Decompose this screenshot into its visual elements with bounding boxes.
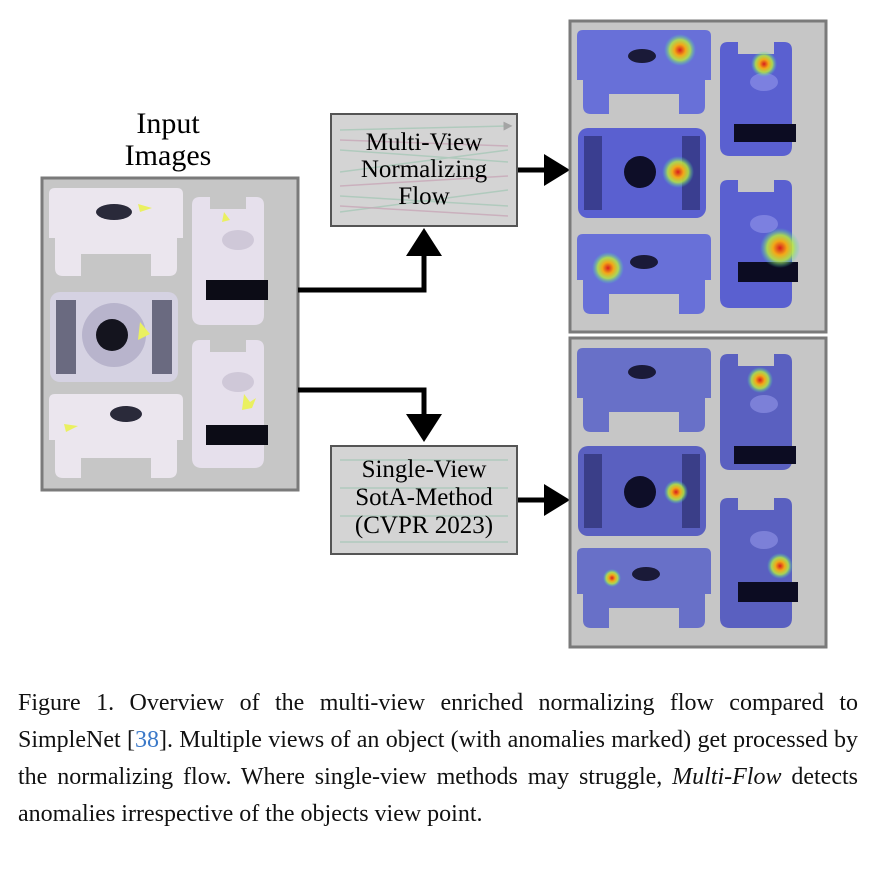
caption-text-1: Overview of the multi-view enriched norm… (18, 690, 858, 753)
input-image-top-1 (192, 197, 268, 325)
caption-text-3: detects anomalies irrespective of the ob… (18, 764, 858, 827)
mv-result-top-1 (720, 42, 796, 156)
multi-view-normalizing-flow-box: Multi-View Normalizing Flow (330, 113, 518, 227)
figure-caption: Figure 1. Overview of the multi-view enr… (18, 685, 858, 833)
caption-label: Figure 1. (18, 690, 115, 716)
input-image-front-top (49, 188, 183, 276)
single-view-sota-method-box: Single-View SotA-Method (CVPR 2023) (330, 445, 518, 555)
arrow-to-single-view-results (518, 484, 570, 516)
connector-to-single-view (298, 387, 442, 442)
input-image-side (50, 292, 178, 382)
input-images-panel (40, 176, 300, 492)
multi-view-label-line1: Multi-View (366, 129, 483, 156)
figure-overview: Input Images (40, 19, 828, 649)
arrow-to-multi-view-results (518, 154, 570, 186)
sv-result-top-1 (720, 354, 796, 470)
single-view-label-line1: Single-View (362, 456, 487, 483)
single-view-label-line3: (CVPR 2023) (355, 512, 493, 539)
multi-view-results-panel (568, 19, 828, 334)
multi-view-label-line2: Normalizing (361, 156, 488, 183)
single-view-label-line2: SotA-Method (355, 484, 493, 511)
caption-text-2: ]. Multiple views of an object (with ano… (18, 727, 858, 790)
sv-result-top-2 (720, 498, 798, 628)
sv-result-side (578, 446, 706, 536)
mv-result-front-top (577, 30, 711, 114)
input-image-top-2 (192, 340, 268, 468)
input-image-front-bottom (49, 394, 183, 478)
mv-result-front-bottom (577, 234, 711, 314)
mv-result-top-2 (720, 180, 800, 308)
input-images-label-line2: Images (125, 139, 212, 172)
input-images-label-line1: Input (136, 107, 200, 140)
sv-result-front-top (577, 348, 711, 432)
method-name: Multi-Flow (672, 764, 782, 790)
mv-result-side (578, 128, 706, 218)
connector-to-multi-view (298, 228, 442, 293)
single-view-results-panel (568, 336, 828, 649)
multi-view-label-line3: Flow (398, 183, 449, 210)
sv-result-front-bottom (577, 548, 711, 628)
citation-link[interactable]: 38 (134, 727, 159, 753)
